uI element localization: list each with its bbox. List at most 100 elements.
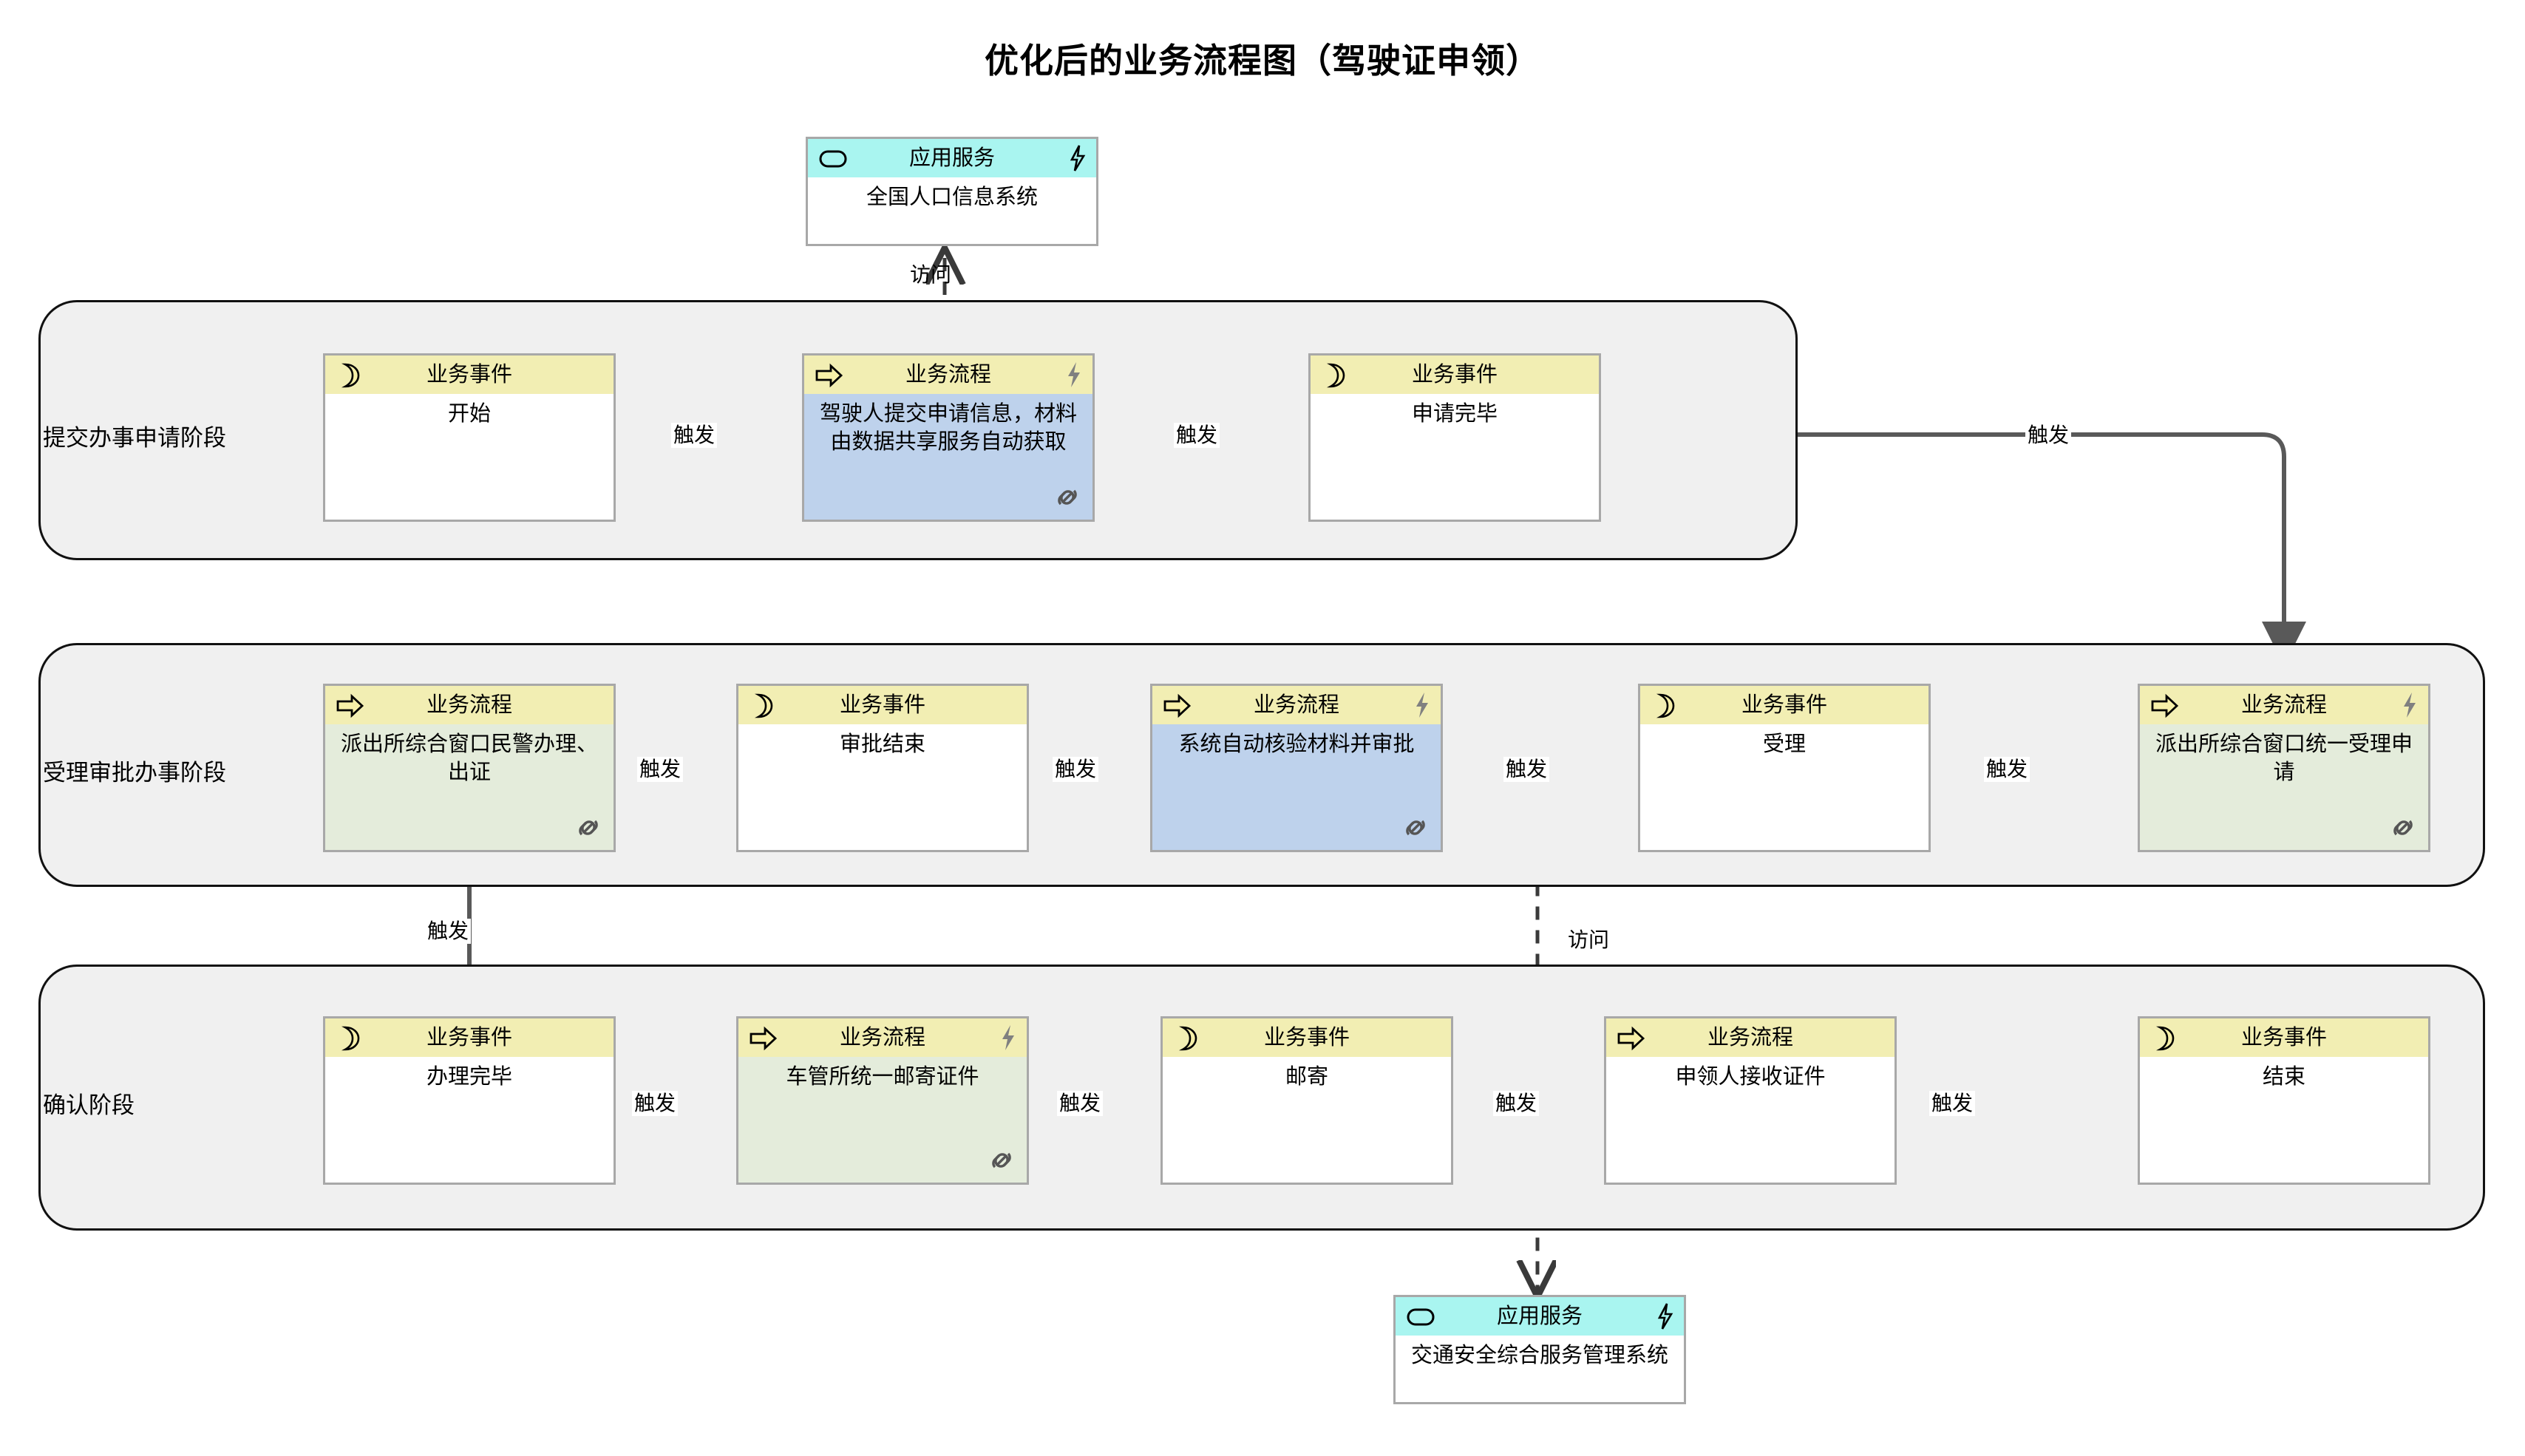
right-arrow-icon <box>336 693 365 718</box>
node-name: 车管所统一邮寄证件 <box>786 1065 979 1089</box>
node-name: 系统自动核验材料并审批 <box>1178 732 1415 756</box>
edge-label-trigger: 触发 <box>1929 1091 1976 1116</box>
lightning-bolt-icon <box>1656 1302 1675 1330</box>
node-name: 申请完毕 <box>1411 402 1498 426</box>
edge-label-trigger: 触发 <box>1053 757 1099 782</box>
right-arrow-icon <box>815 362 844 388</box>
crescent-moon-icon <box>336 1025 365 1051</box>
node-header: 业务流程 <box>1152 686 1441 724</box>
node-body: 派出所综合窗口统一受理申请 <box>2140 724 2428 850</box>
edge-label-trigger: 触发 <box>2025 423 2072 448</box>
rounded-rect-icon <box>818 146 848 171</box>
edge-label-trigger: 触发 <box>425 919 472 944</box>
node-type-label: 应用服务 <box>1496 1304 1583 1328</box>
crescent-moon-icon <box>1321 362 1350 388</box>
node-type-label: 业务事件 <box>426 363 512 387</box>
node-end-event[interactable]: 业务事件 结束 <box>2138 1016 2430 1185</box>
node-driver-submit-application-process[interactable]: 业务流程 驾驶人提交申请信息，材料由数据共享服务自动获取 <box>802 353 1095 522</box>
node-header: 应用服务 <box>1396 1297 1684 1336</box>
crescent-moon-icon <box>1173 1025 1203 1051</box>
lightning-bolt-icon <box>1064 361 1084 389</box>
node-name: 申领人接收证件 <box>1675 1065 1826 1089</box>
chain-link-icon <box>2387 812 2419 844</box>
node-name: 派出所综合窗口民警办理、出证 <box>340 732 598 784</box>
rounded-rect-icon <box>1406 1304 1435 1329</box>
node-body: 交通安全综合服务管理系统 <box>1396 1336 1684 1402</box>
edge-label-trigger: 触发 <box>632 1091 679 1116</box>
node-body: 申领人接收证件 <box>1606 1057 1894 1183</box>
node-name: 审批结束 <box>839 732 925 756</box>
edge-label-access: 访问 <box>910 263 952 286</box>
node-body: 办理完毕 <box>325 1057 614 1183</box>
node-header: 业务流程 <box>2140 686 2428 724</box>
node-body: 邮寄 <box>1163 1057 1451 1183</box>
node-header: 业务事件 <box>2140 1018 2428 1057</box>
node-type-label: 业务流程 <box>2240 693 2327 717</box>
page-title: 优化后的业务流程图（驾驶证申领） <box>985 41 1540 80</box>
chain-link-icon <box>572 812 605 844</box>
node-name: 邮寄 <box>1285 1065 1328 1089</box>
node-type-label: 业务事件 <box>2240 1026 2327 1050</box>
node-name: 交通安全综合服务管理系统 <box>1410 1344 1668 1367</box>
node-police-station-unified-acceptance-process[interactable]: 业务流程 派出所综合窗口统一受理申请 <box>2138 684 2430 852</box>
node-body: 驾驶人提交申请信息，材料由数据共享服务自动获取 <box>804 394 1092 520</box>
node-mailing-event[interactable]: 业务事件 邮寄 <box>1160 1016 1453 1185</box>
node-body: 审批结束 <box>738 724 1027 850</box>
node-name: 开始 <box>447 402 491 426</box>
edge-label-trigger: 触发 <box>1493 1091 1540 1116</box>
node-application-service-traffic[interactable]: 应用服务 交通安全综合服务管理系统 <box>1393 1295 1686 1404</box>
node-acceptance-event[interactable]: 业务事件 受理 <box>1638 684 1931 852</box>
phase-label-confirm: 确认阶段 <box>43 1092 135 1118</box>
crescent-moon-icon <box>749 693 778 718</box>
node-header: 业务事件 <box>325 1018 614 1057</box>
lightning-bolt-icon <box>999 1024 1018 1052</box>
node-name: 结束 <box>2262 1065 2305 1089</box>
node-type-label: 业务流程 <box>839 1026 925 1050</box>
node-type-label: 业务事件 <box>426 1026 512 1050</box>
node-body: 车管所统一邮寄证件 <box>738 1057 1027 1183</box>
node-police-station-handle-process[interactable]: 业务流程 派出所综合窗口民警办理、出证 <box>323 684 616 852</box>
edge-label-trigger: 触发 <box>637 757 684 782</box>
phase-label-submit: 提交办事申请阶段 <box>43 425 226 451</box>
node-header: 业务事件 <box>738 686 1027 724</box>
node-type-label: 业务事件 <box>1411 363 1498 387</box>
node-type-label: 业务流程 <box>1253 693 1339 717</box>
node-name: 受理 <box>1762 732 1806 756</box>
right-arrow-icon <box>749 1025 778 1051</box>
chain-link-icon <box>1399 812 1432 844</box>
node-start-event[interactable]: 业务事件 开始 <box>323 353 616 522</box>
node-header: 业务流程 <box>325 686 614 724</box>
node-body: 派出所综合窗口民警办理、出证 <box>325 724 614 850</box>
node-type-label: 业务流程 <box>905 363 991 387</box>
node-header: 业务流程 <box>804 356 1092 394</box>
crescent-moon-icon <box>1651 693 1680 718</box>
lightning-bolt-icon <box>2400 691 2419 719</box>
node-application-service-population[interactable]: 应用服务 全国人口信息系统 <box>806 137 1098 246</box>
chain-link-icon <box>985 1144 1018 1177</box>
crescent-moon-icon <box>2150 1025 2180 1051</box>
phase-label-accept: 受理审批办事阶段 <box>43 760 226 786</box>
node-name: 办理完毕 <box>426 1065 512 1089</box>
node-name: 驾驶人提交申请信息，材料由数据共享服务自动获取 <box>819 402 1077 454</box>
node-vehicle-office-mail-certificate-process[interactable]: 业务流程 车管所统一邮寄证件 <box>736 1016 1029 1185</box>
node-type-label: 业务流程 <box>426 693 512 717</box>
node-approval-finished-event[interactable]: 业务事件 审批结束 <box>736 684 1029 852</box>
node-system-auto-verify-process[interactable]: 业务流程 系统自动核验材料并审批 <box>1150 684 1443 852</box>
crescent-moon-icon <box>336 362 365 388</box>
node-header: 业务事件 <box>1640 686 1928 724</box>
node-header: 业务流程 <box>738 1018 1027 1057</box>
node-body: 结束 <box>2140 1057 2428 1183</box>
node-application-complete-event[interactable]: 业务事件 申请完毕 <box>1308 353 1601 522</box>
node-applicant-receive-certificate-process[interactable]: 业务流程 申领人接收证件 <box>1604 1016 1897 1185</box>
edge-label-access: 访问 <box>1568 928 1610 951</box>
right-arrow-icon <box>1617 1025 1646 1051</box>
edge-label-trigger: 触发 <box>1984 757 2030 782</box>
node-body: 申请完毕 <box>1311 394 1599 520</box>
lightning-bolt-icon <box>1068 144 1087 172</box>
node-type-label: 业务事件 <box>839 693 925 717</box>
node-header: 业务事件 <box>325 356 614 394</box>
node-type-label: 应用服务 <box>908 146 995 170</box>
node-handling-complete-event[interactable]: 业务事件 办理完毕 <box>323 1016 616 1185</box>
node-body: 开始 <box>325 394 614 520</box>
node-name: 全国人口信息系统 <box>866 186 1038 209</box>
